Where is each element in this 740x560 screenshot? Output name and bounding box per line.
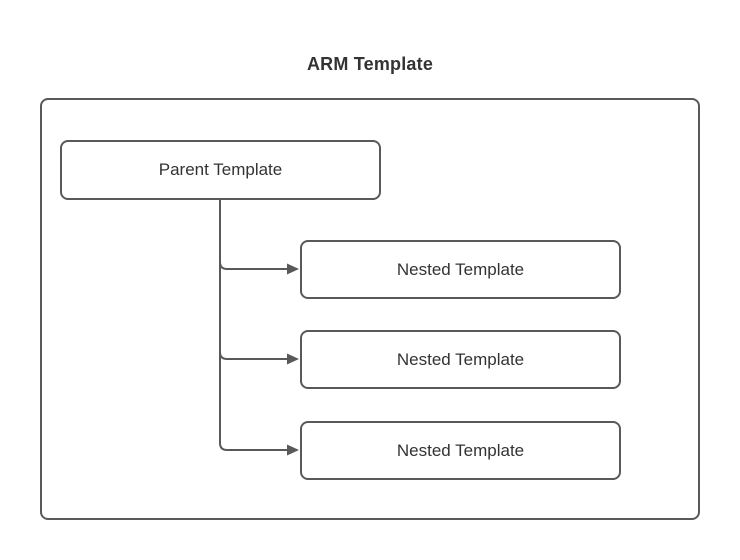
nested-template-label-1: Nested Template bbox=[396, 259, 525, 279]
nested-template-box-2: Nested Template bbox=[300, 330, 621, 389]
nested-template-box-3: Nested Template bbox=[300, 421, 621, 480]
parent-template-label: Parent Template bbox=[158, 160, 283, 179]
nested-template-box-1: Nested Template bbox=[300, 240, 621, 299]
diagram-title: ARM Template bbox=[306, 54, 434, 74]
nested-template-label-2: Nested Template bbox=[396, 349, 525, 369]
nested-template-label-3: Nested Template bbox=[396, 440, 525, 460]
parent-template-box: Parent Template bbox=[60, 140, 381, 200]
